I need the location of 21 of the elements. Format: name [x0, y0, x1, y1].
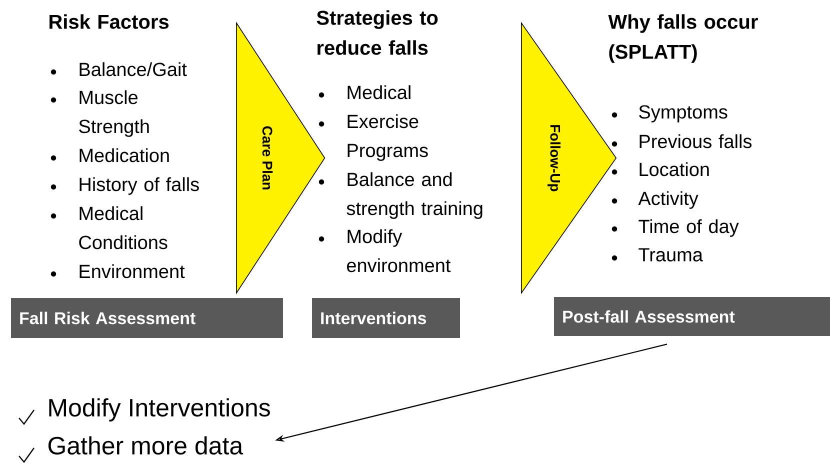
list-item: Environment: [80, 264, 185, 278]
list-item: Medical Conditions: [79, 206, 168, 250]
list-item: Muscle Strength: [79, 90, 149, 137]
list-item: Exercise Programs: [348, 114, 428, 161]
list-item: Modify environment: [347, 229, 451, 272]
list-item: Medication: [80, 148, 169, 162]
column-heading: Risk Factors: [50, 14, 169, 29]
list-item: Previous falls: [640, 134, 752, 148]
stage-band: Post-fall Assessment: [554, 297, 830, 336]
list-item: Location: [640, 162, 709, 176]
list-item: Balance/Gait: [80, 62, 187, 76]
list-item: Symptoms: [639, 105, 728, 122]
stage-band: Interventions: [312, 298, 460, 338]
list-item: Time of day: [638, 219, 739, 237]
list-item: Balance and strength training: [346, 172, 482, 219]
list-item: Activity: [638, 191, 698, 209]
checklist-text: Modify Interventions Gather more data: [48, 398, 270, 455]
list-item: Medical: [348, 85, 410, 100]
list-item: History of falls: [80, 177, 199, 195]
stage-band: Fall Risk Assessment: [11, 298, 283, 338]
list-item: Trauma: [638, 248, 703, 262]
